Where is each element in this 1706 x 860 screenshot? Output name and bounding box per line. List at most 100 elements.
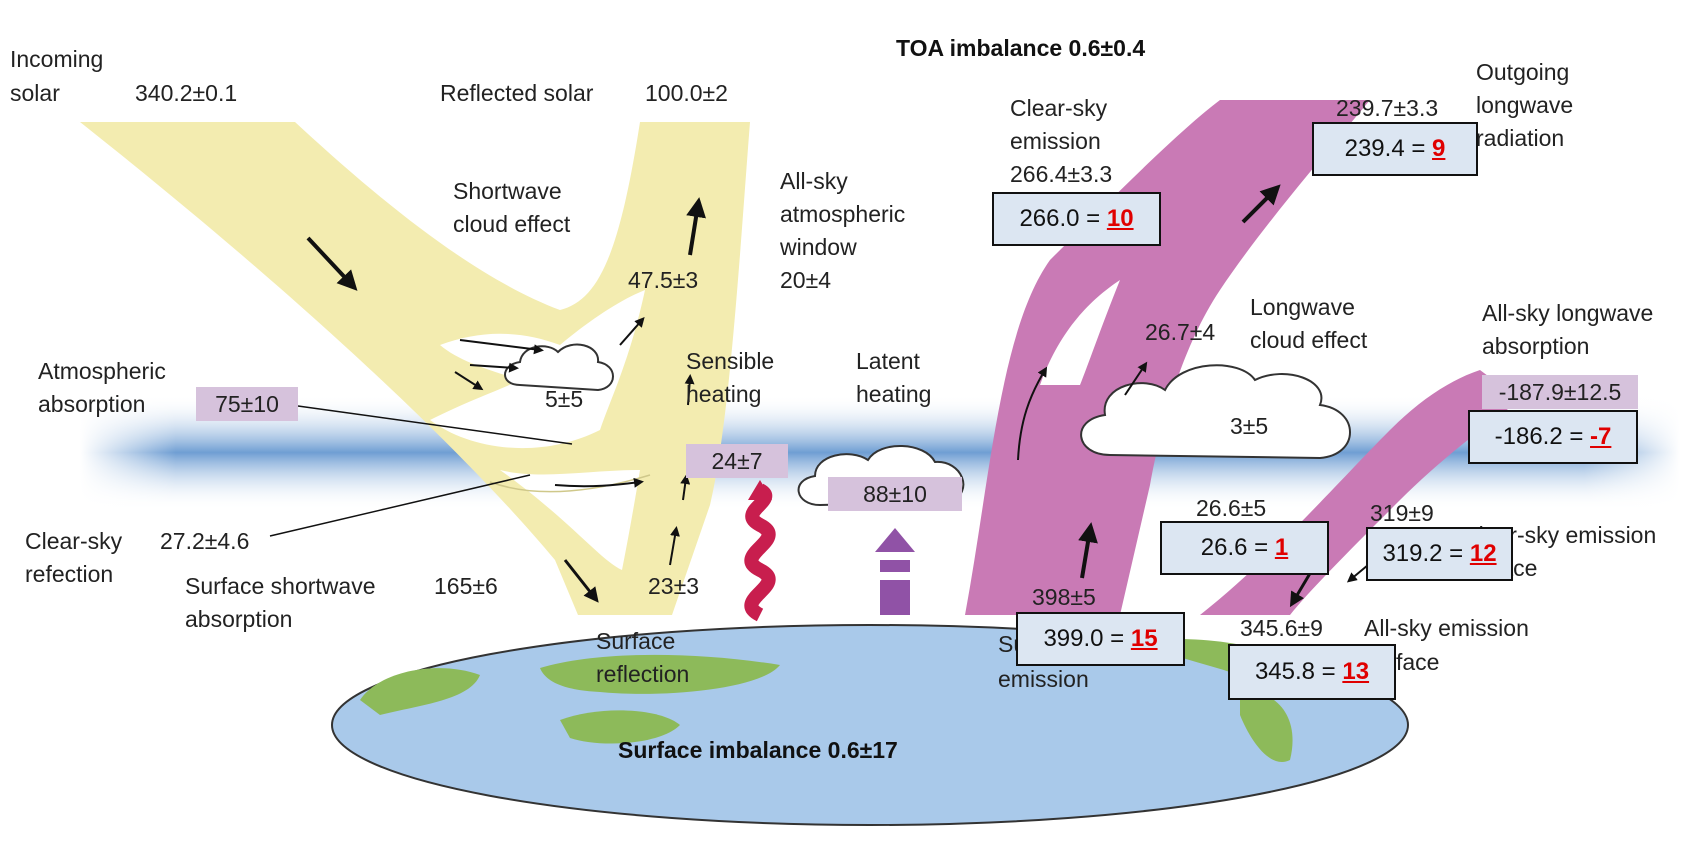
surface-emission-arrow xyxy=(1078,522,1098,579)
surface-reflection-arrow xyxy=(669,526,680,566)
incoming-solar-label: solar xyxy=(10,80,60,106)
shortwave-surface-gap xyxy=(500,470,640,570)
surface-reflection-value: 23±3 xyxy=(648,573,699,599)
surface-emission-value: 398±5 xyxy=(1032,584,1096,610)
toa-imbalance-title: TOA imbalance 0.6±0.4 xyxy=(896,35,1146,61)
land-mass xyxy=(540,654,780,694)
surface-reflection-arrow xyxy=(680,474,691,501)
land-mass xyxy=(560,710,680,744)
atmospheric-absorption-value: 75±10 xyxy=(196,387,298,421)
cloud-reflection-arrow xyxy=(619,316,645,346)
longwave-cloud-arrow xyxy=(1124,361,1148,396)
surface-emission-box: 399.0 = 15 xyxy=(1016,612,1185,666)
longwave-cloud-effect-label: Longwave xyxy=(1250,294,1355,320)
sensible-heat-arrowhead xyxy=(748,480,772,500)
land-mass xyxy=(360,668,480,715)
atmospheric-window-label: atmospheric xyxy=(780,201,906,227)
olr-label: Outgoing xyxy=(1476,59,1570,85)
surface-reflection-label: reflection xyxy=(596,661,690,687)
clear-sky-emission-diff: 10 xyxy=(1106,205,1134,232)
all-sky-longwave-absorption-label: All-sky longwave xyxy=(1482,300,1654,326)
surface-shortwave-absorption-label: absorption xyxy=(185,606,293,632)
longwave-cloud-effect-value: 26.7±4 xyxy=(1145,319,1216,345)
window-arrow xyxy=(684,374,695,406)
clear-sky-emission-label: emission xyxy=(1010,128,1101,154)
sensible-heat-wiggle xyxy=(744,483,776,622)
clear-sky-surface-arrow xyxy=(1346,564,1369,583)
longwave-cloud-effect-label: cloud effect xyxy=(1250,327,1368,353)
lw-cloud-surface-diff: 1 xyxy=(1274,534,1289,561)
surface-shortwave-absorption-label: Surface shortwave xyxy=(185,573,376,599)
olr-label: radiation xyxy=(1476,125,1565,151)
clear-sky-reflection-label: refection xyxy=(25,561,114,587)
incoming-solar-arrow xyxy=(306,236,358,291)
surface-emission-label: emission xyxy=(998,666,1089,692)
atmospheric-absorption-leader xyxy=(297,405,573,445)
surface-shortwave-absorption-value: 165±6 xyxy=(434,573,498,599)
clear-sky-reflection-label: Clear-sky xyxy=(25,528,123,554)
outgoing-longwave-arrow xyxy=(1241,184,1281,224)
surface-emission-diff: 15 xyxy=(1130,625,1158,652)
clear-sky-reflection-value: 27.2±4.6 xyxy=(160,528,250,554)
all-sky-longwave-absorption-label: absorption xyxy=(1482,333,1590,359)
shortwave-cloud-effect-value: 47.5±3 xyxy=(628,267,699,293)
atmospheric-window-label: All-sky xyxy=(780,168,848,194)
all-sky-surface-value: 345.6±9 xyxy=(1240,615,1323,641)
clear-sky-emission-arrow xyxy=(1017,366,1048,461)
clear-sky-surface-box: 319.2 = 12 xyxy=(1366,527,1513,581)
atmospheric-absorption-label: Atmospheric xyxy=(38,358,166,384)
all-sky-surface-diff: 13 xyxy=(1342,658,1370,685)
latent-heating-label: Latent xyxy=(856,348,920,374)
clear-sky-surface-value: 319±9 xyxy=(1370,500,1434,526)
sensible-heating-label: Sensible xyxy=(686,348,775,374)
reflected-solar-value: 100.0±2 xyxy=(645,80,728,106)
latent-heat-arrow-band xyxy=(880,560,910,572)
lw-cloud-surface-box: 26.6 = 1 xyxy=(1160,521,1329,575)
clear-sky-surface-diff: 12 xyxy=(1469,540,1497,567)
all-sky-longwave-absorption-diff: -7 xyxy=(1590,423,1612,450)
olr-value: 239.7±3.3 xyxy=(1336,95,1439,121)
atmospheric-absorption-label: absorption xyxy=(38,391,146,417)
surface-imbalance-label: Surface imbalance 0.6±17 xyxy=(618,737,898,763)
longwave-gap xyxy=(1040,280,1120,385)
atmosphere-absorption-arrow xyxy=(454,371,484,391)
cloud-absorption-arrow xyxy=(459,339,544,355)
all-sky-longwave-absorption-value: -187.9±12.5 xyxy=(1482,375,1638,409)
cloud-absorption-value: 5±5 xyxy=(545,386,584,412)
surface-shortwave-arrow xyxy=(563,559,599,603)
land-mass xyxy=(1240,690,1293,762)
olr-diff: 9 xyxy=(1432,135,1446,162)
lw-cloud-surface-value: 26.6±5 xyxy=(1196,495,1267,521)
latent-heating-label: heating xyxy=(856,381,932,407)
all-sky-surface-box: 345.8 = 13 xyxy=(1228,644,1396,700)
sensible-heating-label: heating xyxy=(686,381,762,407)
incoming-solar-label: Incoming xyxy=(10,46,104,72)
olr-box: 239.4 = 9 xyxy=(1312,122,1478,176)
incoming-solar-value: 340.2±0.1 xyxy=(135,80,238,106)
shortwave-cloud-effect-label: cloud effect xyxy=(453,211,571,237)
longwave-cloud-value: 3±5 xyxy=(1230,413,1269,439)
reflected-solar-label: Reflected solar xyxy=(440,80,594,106)
shortwave-outline xyxy=(489,474,651,493)
clear-sky-emission-value: 266.4±3.3 xyxy=(1010,161,1113,187)
cloud-absorption-arrow xyxy=(469,362,519,373)
clear-sky-reflection-leader xyxy=(269,474,531,537)
all-sky-surface-label: All-sky emission xyxy=(1364,615,1529,641)
latent-heating-value: 88±10 xyxy=(828,477,962,511)
clear-sky-emission-label: Clear-sky xyxy=(1010,95,1108,121)
all-sky-longwave-absorption-box: -186.2 = -7 xyxy=(1468,410,1638,464)
longwave-cloud xyxy=(1080,364,1351,460)
longwave-flow xyxy=(965,100,1370,615)
shortwave-cloud-effect-label: Shortwave xyxy=(453,178,562,204)
sensible-heating-value: 24±7 xyxy=(686,444,788,478)
clear-sky-reflection-arrow xyxy=(554,477,644,488)
surface-reflection-label: Surface xyxy=(596,628,676,654)
clear-sky-emission-box: 266.0 = 10 xyxy=(992,192,1161,246)
latent-heat-arrowhead xyxy=(875,528,915,552)
olr-label: longwave xyxy=(1476,92,1574,118)
reflected-solar-arrow xyxy=(686,197,706,256)
latent-heat-arrow-base xyxy=(880,580,910,615)
atmospheric-window-value: 20±4 xyxy=(780,267,831,293)
